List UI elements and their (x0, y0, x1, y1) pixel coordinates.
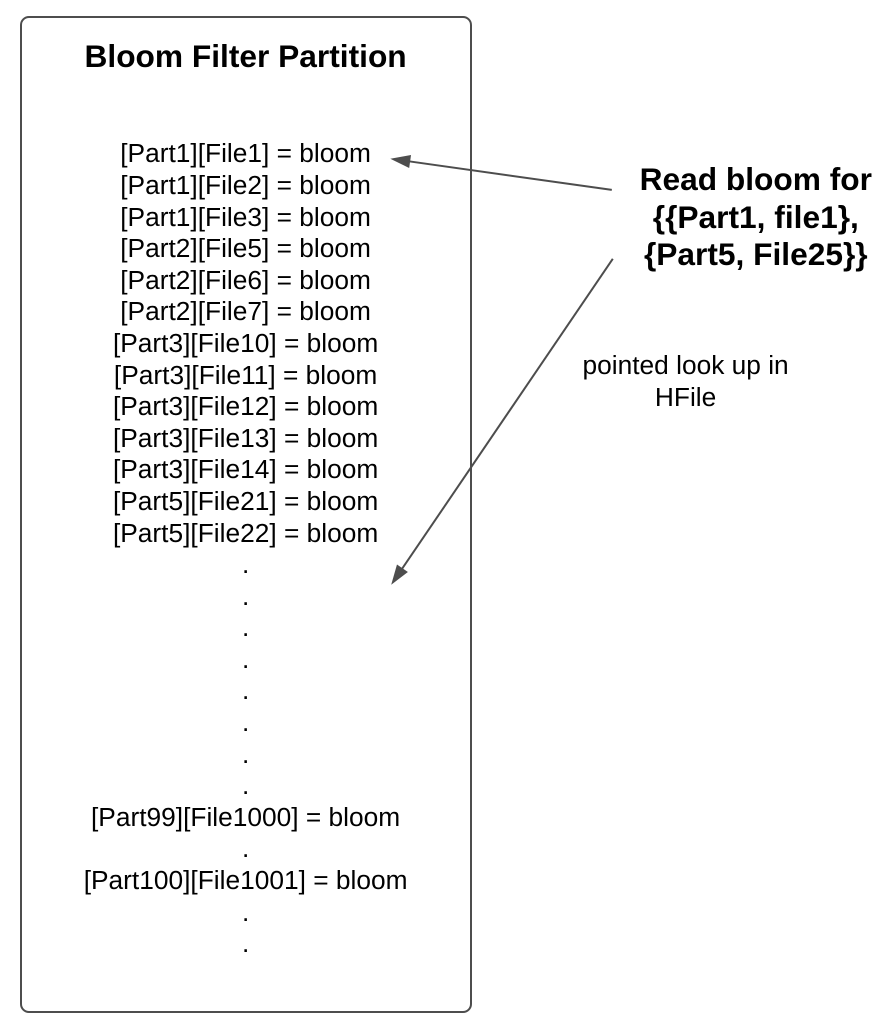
bloom-filter-partition-box (19, 15, 472, 1013)
text-line: . (241, 896, 250, 927)
text-line: . (241, 643, 250, 674)
text-line: . (241, 928, 250, 959)
text-line: . (241, 675, 250, 706)
text-line: [Part5][File22] = bloom (112, 517, 379, 548)
text-line: . (241, 707, 250, 738)
text-line: [Part3][File11] = bloom (113, 359, 378, 390)
text-line: . (241, 738, 250, 769)
partition-box-title: Bloom Filter Partition (84, 38, 407, 75)
text-line: [Part2][File6] = bloom (120, 264, 371, 295)
text-line: . (241, 549, 250, 580)
text-line: Read bloom for (639, 160, 872, 197)
text-line: . (241, 612, 250, 643)
text-line: [Part3][File10] = bloom (112, 327, 379, 358)
text-line: [Part3][File14] = bloom (112, 454, 379, 485)
text-line: [Part3][File13] = bloom (112, 422, 379, 453)
text-line: [Part1][File1] = bloom (120, 138, 371, 169)
text-line: HFile (654, 381, 717, 412)
text-line: [Part5][File21] = bloom (112, 485, 379, 516)
text-line: [Part2][File5] = bloom (120, 233, 371, 264)
read-bloom-annotation: Read bloom for{{Part1, file1},{Part5, Fi… (586, 161, 884, 274)
text-line: {Part5, File25}} (643, 236, 868, 273)
text-line: [Part1][File3] = bloom (120, 201, 371, 232)
text-line: [Part2][File7] = bloom (120, 296, 371, 327)
text-line: [Part100][File1001] = bloom (83, 865, 408, 896)
text-line: {{Part1, file1}, (652, 198, 859, 235)
text-line: . (241, 580, 250, 611)
text-line: [Part1][File2] = bloom (120, 169, 371, 200)
text-line: pointed look up in (582, 350, 789, 381)
partition-entries-list: [Part1][File1] = bloom[Part1][File2] = b… (21, 138, 471, 959)
text-line: [Part3][File12] = bloom (112, 391, 379, 422)
text-line: . (241, 833, 250, 864)
text-line: [Part99][File1000] = bloom (91, 801, 401, 832)
text-line: . (241, 770, 250, 801)
